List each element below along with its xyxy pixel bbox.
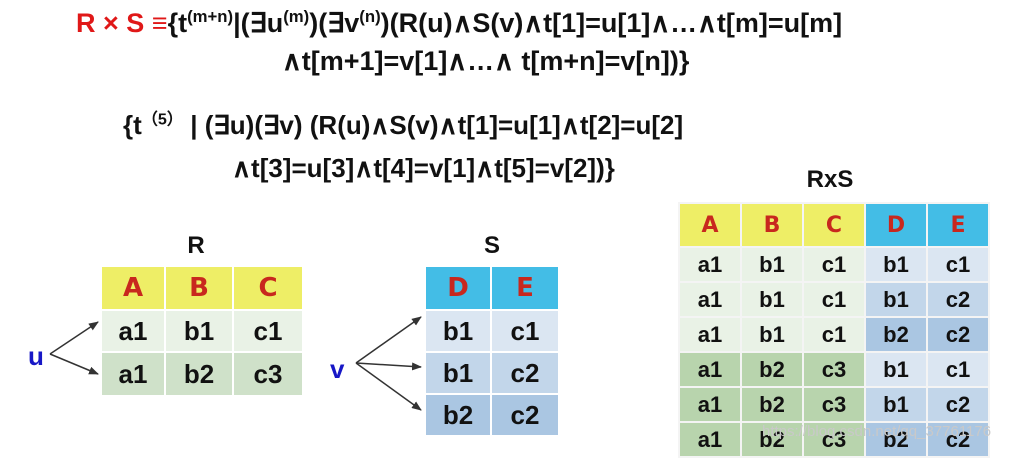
column-header-e: E <box>926 202 990 248</box>
table-header-row: D E <box>424 265 560 311</box>
table-row: b2 c2 <box>424 393 560 437</box>
table-row: b1 c2 <box>424 351 560 395</box>
column-header-b: B <box>164 265 234 311</box>
column-header-e: E <box>490 265 560 311</box>
table-cell: c1 <box>926 246 990 283</box>
table-cell: a1 <box>678 386 742 423</box>
table-cell: c2 <box>926 316 990 353</box>
arrow-u-row2 <box>49 353 99 375</box>
table-cell: b2 <box>164 351 234 397</box>
formula-superscript: (n) <box>359 7 381 26</box>
table-r-title: R <box>187 232 205 259</box>
table-cell: c2 <box>926 281 990 318</box>
table-row: a1 b1 c1 b2 c2 <box>678 316 990 353</box>
formula-superscript: (m+n) <box>187 7 234 26</box>
tuple-variable-u: u <box>28 341 44 371</box>
column-header-b: B <box>740 202 804 248</box>
column-header-a: A <box>100 265 166 311</box>
table-cell: c2 <box>490 393 560 437</box>
formula-text: {t <box>167 8 188 38</box>
table-rxs-title: RxS <box>806 166 854 193</box>
table-cell: b1 <box>864 351 928 388</box>
cartesian-product-definition-line1: R × S ≡{t(m+n)|(∃u(m))(∃v(n))(R(u)∧S(v)∧… <box>76 8 842 39</box>
table-cell: b1 <box>864 386 928 423</box>
table-row: a1 b2 c3 <box>100 351 304 397</box>
relation-s-table: D E b1 c1 b1 c2 b2 c2 <box>424 265 560 437</box>
formula-superscript: （5） <box>141 110 183 129</box>
arrow-v-row1 <box>355 316 422 364</box>
table-header-row: A B C <box>100 265 304 311</box>
watermark-url: https://blog.csdn.net/qq_37761176 <box>762 423 992 440</box>
table-row: a1 b1 c1 <box>100 309 304 353</box>
table-cell: c1 <box>802 246 866 283</box>
table-cell: a1 <box>678 351 742 388</box>
table-cell: a1 <box>678 246 742 283</box>
table-cell: b1 <box>740 281 804 318</box>
table-cell: c1 <box>926 351 990 388</box>
table-cell: b1 <box>164 309 234 353</box>
table-cell: a1 <box>678 316 742 353</box>
table-cell: b1 <box>424 351 492 395</box>
arrow-v-row2 <box>355 362 422 371</box>
table-cell: b2 <box>424 393 492 437</box>
column-header-d: D <box>424 265 492 311</box>
arrow-u-row1 <box>49 321 99 355</box>
table-cell: a1 <box>100 351 166 397</box>
column-header-c: C <box>802 202 866 248</box>
table-cell: b1 <box>864 281 928 318</box>
table-cell: c2 <box>926 386 990 423</box>
table-cell: c3 <box>802 386 866 423</box>
table-cell: c3 <box>232 351 304 397</box>
arrow-v-row3 <box>355 362 422 411</box>
table-row: a1 b1 c1 b1 c2 <box>678 281 990 318</box>
table-row: a1 b1 c1 b1 c1 <box>678 246 990 283</box>
table-header-row: A B C D E <box>678 202 990 248</box>
table-cell: c2 <box>490 351 560 395</box>
table-cell: c1 <box>490 309 560 353</box>
table-cell: b1 <box>864 246 928 283</box>
table-cell: c1 <box>232 309 304 353</box>
product-expression: R × S <box>76 8 145 38</box>
column-header-a: A <box>678 202 742 248</box>
table-row: b1 c1 <box>424 309 560 353</box>
table-cell: b1 <box>424 309 492 353</box>
v-arrows <box>355 316 422 411</box>
table-cell: b2 <box>740 351 804 388</box>
table-row: a1 b2 c3 b1 c2 <box>678 386 990 423</box>
formula-text: )(∃v <box>309 8 360 38</box>
example-formula-line2: ∧t[3]=u[3]∧t[4]=v[1]∧t[5]=v[2])} <box>232 153 615 183</box>
u-arrows <box>49 321 99 375</box>
table-cell: b2 <box>740 386 804 423</box>
table-cell: c1 <box>802 281 866 318</box>
formula-text: {t <box>123 110 142 140</box>
table-row: a1 b2 c3 b1 c1 <box>678 351 990 388</box>
tuple-variable-v: v <box>330 354 345 384</box>
table-cell: c1 <box>802 316 866 353</box>
formula-text: |(∃u <box>233 8 284 38</box>
formula-text: | (∃u)(∃v) (R(u)∧S(v)∧t[1]=u[1]∧t[2]=u[2… <box>190 110 684 140</box>
formula-superscript: (m) <box>283 7 310 26</box>
table-cell: c3 <box>802 351 866 388</box>
table-s-title: S <box>483 232 500 259</box>
table-cell: b2 <box>864 316 928 353</box>
table-cell: a1 <box>100 309 166 353</box>
column-header-c: C <box>232 265 304 311</box>
example-formula-line1: {t（5） | (∃u)(∃v) (R(u)∧S(v)∧t[1]=u[1]∧t[… <box>123 110 683 141</box>
table-cell: b1 <box>740 316 804 353</box>
table-cell: a1 <box>678 281 742 318</box>
column-header-d: D <box>864 202 928 248</box>
relation-r-table: A B C a1 b1 c1 a1 b2 c3 <box>100 265 304 397</box>
table-cell: b1 <box>740 246 804 283</box>
formula-text: )(R(u)∧S(v)∧t[1]=u[1]∧…∧t[m]=u[m] <box>380 8 843 38</box>
equivalence-symbol: ≡ <box>151 8 168 38</box>
cartesian-product-definition-line2: ∧t[m+1]=v[1]∧…∧ t[m+n]=v[n])} <box>282 46 690 76</box>
